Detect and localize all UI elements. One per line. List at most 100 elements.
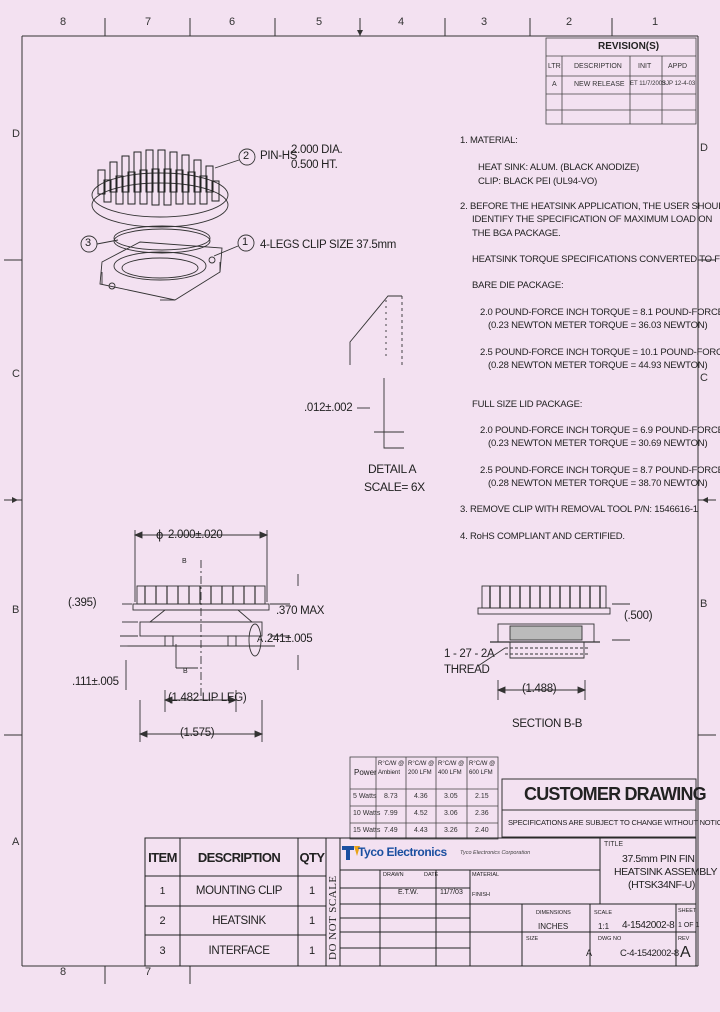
- thermal-header-power: Power: [354, 768, 377, 777]
- callout-1-num: 1: [242, 236, 249, 248]
- size-label: SIZE: [526, 936, 539, 942]
- thermal-header-col: R°C/W @ 600 LFM: [469, 761, 496, 776]
- detail-a-callout: A: [257, 634, 264, 644]
- thermal-cell: 2.36: [475, 810, 489, 817]
- bom-qty: 1: [308, 944, 316, 957]
- callout-2-num: 2: [243, 150, 250, 162]
- zone-top-7: 7: [145, 16, 152, 28]
- thermal-cell: 10 Watts: [353, 810, 381, 817]
- note-line: (0.23 NEWTON METER TORQUE = 36.03 NEWTON…: [488, 320, 708, 331]
- thermal-cell: 3.26: [444, 827, 458, 834]
- callout-3-num: 3: [85, 237, 92, 249]
- detail-a-scale: SCALE= 6X: [364, 480, 425, 494]
- section-marker-b: B: [182, 558, 187, 565]
- note-line: IDENTIFY THE SPECIFICATION OF MAXIMUM LO…: [472, 214, 713, 225]
- zone-right-b: B: [700, 598, 708, 610]
- drawn-date: 11/7/03: [440, 889, 463, 896]
- note-line: 3. REMOVE CLIP WITH REMOVAL TOOL P/N: 15…: [460, 504, 698, 515]
- callout-clip: 4-LEGS CLIP SIZE 37.5mm: [260, 239, 397, 251]
- dimensions-value: INCHES: [538, 922, 569, 931]
- note-line: HEAT SINK: ALUM. (BLACK ANODIZE): [478, 162, 640, 173]
- zone-top-2: 2: [566, 16, 573, 28]
- note-line: 2. BEFORE THE HEATSINK APPLICATION, THE …: [460, 201, 720, 212]
- callout-pin-hs: PIN-HS: [260, 150, 298, 162]
- rev-header-appd: APPD: [668, 63, 688, 70]
- zone-right-c: C: [700, 372, 708, 384]
- thermal-cell: 4.52: [414, 810, 428, 817]
- callout-pin-hs-ht: 0.500 HT.: [291, 159, 338, 171]
- drawn-label: DRAWN: [383, 872, 404, 878]
- zone-bottom-7: 7: [145, 966, 152, 978]
- note-line: HEATSINK TORQUE SPECIFICATIONS CONVERTED…: [472, 254, 720, 265]
- rev-header-description: DESCRIPTION: [574, 63, 622, 70]
- company-name: Tyco Electronics: [358, 845, 447, 859]
- date-label: DATE: [424, 872, 439, 878]
- note-line: CLIP: BLACK PEI (UL94-VO): [478, 176, 598, 187]
- rev-appd: SJP 12-4-03: [662, 81, 696, 87]
- sheet-value: 1 OF 1: [678, 922, 700, 929]
- bom-qty: 1: [308, 914, 316, 927]
- rev-header-init: INIT: [638, 63, 652, 70]
- zone-bottom-8: 8: [60, 966, 67, 978]
- thermal-cell: 5 Watts: [353, 793, 377, 800]
- finish-label: FINISH: [472, 892, 491, 898]
- thermal-cell: 8.73: [384, 793, 398, 800]
- thermal-header-col: R°C/W @ 200 LFM: [408, 761, 435, 776]
- thermal-table-grid: [349, 756, 499, 840]
- thermal-cell: 4.36: [414, 793, 428, 800]
- title-line: 37.5mm PIN FIN: [622, 853, 695, 865]
- customer-drawing-subtitle: SPECIFICATIONS ARE SUBJECT TO CHANGE WIT…: [508, 818, 720, 827]
- zone-top-1: 1: [652, 16, 659, 28]
- thermal-header-col: R°C/W @ Ambient: [378, 761, 405, 776]
- zone-top-3: 3: [481, 16, 488, 28]
- note-line: 2.0 POUND-FORCE INCH TORQUE = 8.1 POUND-…: [480, 307, 720, 318]
- section-bb: [477, 585, 630, 700]
- thermal-cell: 7.49: [384, 827, 398, 834]
- thermal-cell: 2.40: [475, 827, 489, 834]
- section-bb-title: SECTION B-B: [512, 718, 583, 730]
- tyco-logo-mark: [342, 846, 360, 860]
- bom-item: 3: [159, 944, 166, 957]
- note-line: 1. MATERIAL:: [460, 135, 518, 146]
- detail-a-dim: .012±.002: [304, 402, 353, 414]
- dim-395: (.395): [68, 597, 97, 609]
- bom-item: 2: [159, 914, 166, 927]
- thread-label: THREAD: [444, 664, 490, 676]
- dim-241: .241±.005: [264, 633, 313, 645]
- dim-1488: (1.488): [522, 683, 557, 695]
- zone-left-d: D: [12, 128, 20, 140]
- zone-top-5: 5: [316, 16, 323, 28]
- bom-header-description: DESCRIPTION: [197, 849, 281, 865]
- bom-item: 1: [159, 885, 166, 897]
- dim-1575: (1.575): [180, 727, 215, 739]
- material-label: MATERIAL: [472, 872, 500, 878]
- drawing-number: C-4-1542002-8: [620, 948, 679, 959]
- dim-500: (.500): [624, 610, 653, 622]
- title-line: (HTSK34NF-U): [628, 879, 695, 891]
- note-line: 4. RoHS COMPLIANT AND CERTIFIED.: [460, 531, 625, 542]
- zone-left-c: C: [12, 368, 20, 380]
- note-line: 2.5 POUND-FORCE INCH TORQUE = 10.1 POUND…: [480, 347, 720, 358]
- rev-label: REV: [678, 936, 690, 942]
- bom-description: INTERFACE: [208, 944, 270, 957]
- note-line: THE BGA PACKAGE.: [472, 228, 561, 239]
- detail-a-title: DETAIL A: [368, 462, 417, 476]
- thermal-cell: 4.43: [414, 827, 428, 834]
- rev-init: ET 11/7/2003: [630, 81, 666, 87]
- scale-value: 1:1: [598, 922, 610, 931]
- drawn-by: E.T.W.: [398, 889, 419, 896]
- note-line: 2.5 POUND-FORCE INCH TORQUE = 8.7 POUND-…: [480, 465, 720, 476]
- zone-top-4: 4: [398, 16, 405, 28]
- dim-111: .111±.005: [72, 676, 119, 688]
- bom-header-item: ITEM: [148, 849, 177, 865]
- thermal-cell: 2.15: [475, 793, 489, 800]
- thermal-cell: 7.99: [384, 810, 398, 817]
- thermal-cell: 3.06: [444, 810, 458, 817]
- size-value: A: [586, 948, 593, 958]
- zone-top-6: 6: [229, 16, 236, 28]
- rev-description: NEW RELEASE: [574, 81, 625, 88]
- dwg-no-label: DWG NO: [598, 936, 622, 942]
- thermal-cell: 3.05: [444, 793, 458, 800]
- section-marker-b-lower: B: [183, 668, 188, 675]
